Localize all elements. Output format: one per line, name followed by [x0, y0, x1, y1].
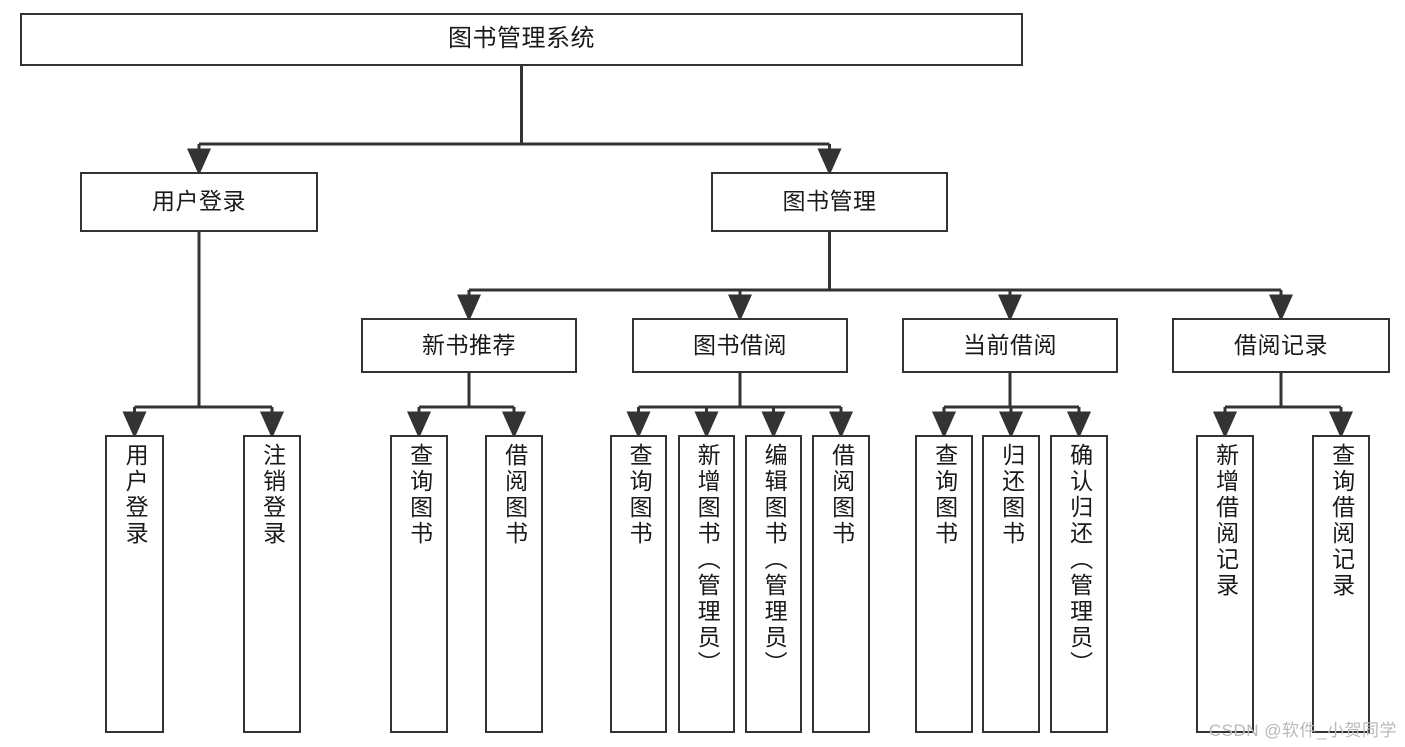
node-current-borrow[interactable]: 当前借阅 — [902, 318, 1118, 373]
node-user-login[interactable]: 用户登录 — [80, 172, 318, 232]
node-leaf-borrow-lend[interactable]: 借阅图书 — [812, 435, 870, 733]
node-leaf-user-login[interactable]: 用户登录 — [105, 435, 164, 733]
node-new-book-rec[interactable]: 新书推荐 — [361, 318, 577, 373]
node-label: 编辑图书（管理员） — [761, 443, 788, 677]
node-label: 注销登录 — [259, 443, 286, 547]
node-label: 用户登录 — [152, 188, 246, 215]
node-leaf-rec-borrow[interactable]: 借阅图书 — [485, 435, 543, 733]
node-leaf-user-logout[interactable]: 注销登录 — [243, 435, 301, 733]
node-label: 借阅记录 — [1234, 331, 1328, 358]
node-label: 借阅图书 — [501, 443, 528, 547]
watermark: CSDN @软件_小贺同学 — [1208, 721, 1397, 740]
node-book-borrow[interactable]: 图书借阅 — [632, 318, 848, 373]
node-label: 图书管理 — [782, 188, 877, 215]
node-label: 借阅图书 — [828, 443, 855, 547]
node-label: 当前借阅 — [963, 331, 1057, 358]
node-leaf-borrow-query[interactable]: 查询图书 — [610, 435, 667, 733]
node-label: 归还图书 — [998, 443, 1025, 547]
node-leaf-rec-query[interactable]: 查询图书 — [390, 435, 448, 733]
node-leaf-cur-return[interactable]: 归还图书 — [982, 435, 1040, 733]
node-label: 确认归还（管理员） — [1066, 443, 1093, 677]
node-leaf-rec-query2[interactable]: 查询借阅记录 — [1312, 435, 1370, 733]
node-book-manage[interactable]: 图书管理 — [711, 172, 948, 232]
node-label: 查询图书 — [406, 443, 433, 547]
node-label: 查询借阅记录 — [1328, 443, 1355, 599]
node-label: 图书管理系统 — [448, 25, 595, 53]
node-label: 新增图书（管理员） — [694, 443, 721, 677]
node-leaf-borrow-edit[interactable]: 编辑图书（管理员） — [745, 435, 802, 733]
node-label: 图书借阅 — [693, 331, 787, 358]
node-leaf-cur-confirm[interactable]: 确认归还（管理员） — [1050, 435, 1108, 733]
node-leaf-rec-add[interactable]: 新增借阅记录 — [1196, 435, 1254, 733]
node-label: 查询图书 — [931, 443, 958, 547]
node-root[interactable]: 图书管理系统 — [20, 13, 1023, 66]
node-borrow-record[interactable]: 借阅记录 — [1172, 318, 1390, 373]
node-leaf-borrow-add[interactable]: 新增图书（管理员） — [678, 435, 735, 733]
node-label: 查询图书 — [626, 443, 653, 547]
node-label: 新书推荐 — [422, 331, 516, 358]
node-label: 新增借阅记录 — [1212, 443, 1239, 599]
node-leaf-cur-query[interactable]: 查询图书 — [915, 435, 973, 733]
node-label: 用户登录 — [122, 443, 149, 547]
